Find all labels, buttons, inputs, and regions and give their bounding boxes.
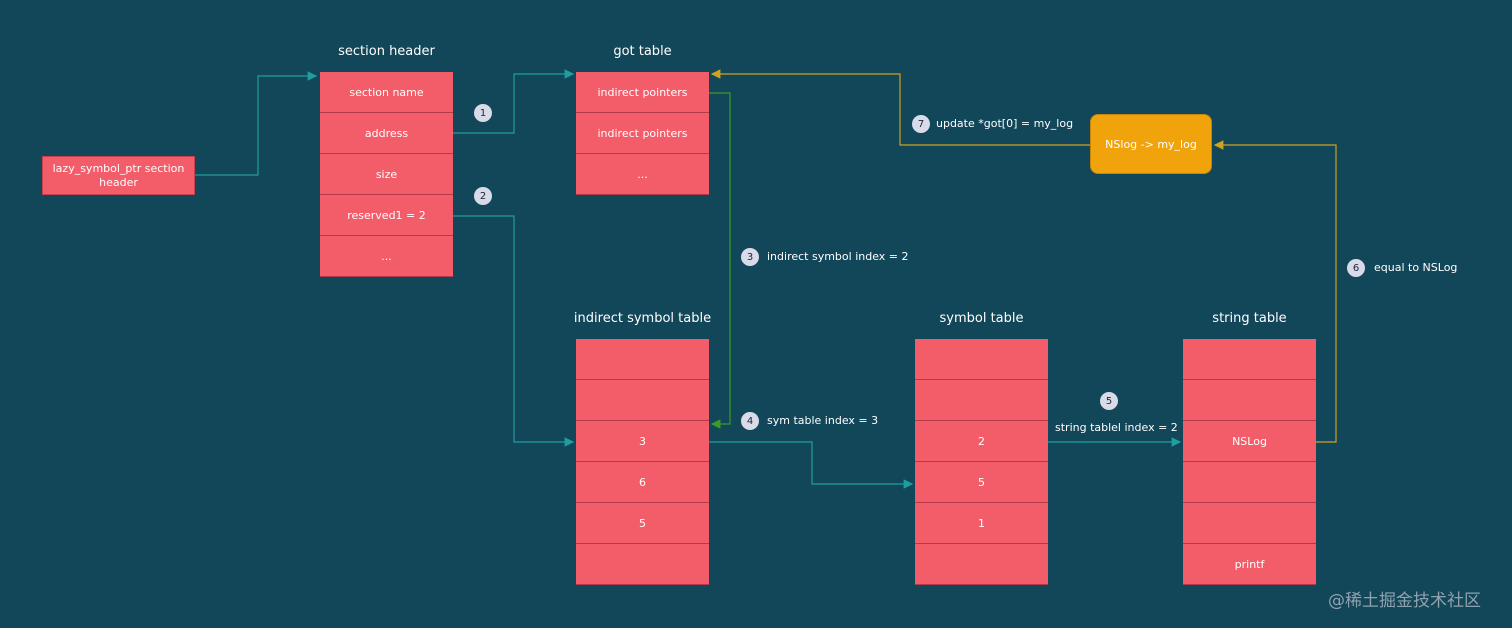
- indirect-symbol-table-row-4: 5: [576, 503, 709, 544]
- symbol-table-row-4: 1: [915, 503, 1048, 544]
- indirect-symbol-table-row-3: 6: [576, 462, 709, 503]
- got-table-row-1: indirect pointers: [576, 113, 709, 154]
- step-badge-7: 7: [912, 115, 930, 133]
- symbol-table-title: symbol table: [939, 311, 1024, 326]
- section-header-row-2: size: [320, 154, 453, 195]
- arrow-got-to-indirect: [709, 92, 731, 429]
- arrow-address-to-got: [453, 69, 575, 134]
- got-table-row-0: indirect pointers: [576, 72, 709, 113]
- indirect-symbol-table-title: indirect symbol table: [573, 311, 712, 326]
- step-badge-6: 6: [1347, 259, 1365, 277]
- step-label-6: equal to NSLog: [1374, 261, 1458, 274]
- string-table-row-5: printf: [1183, 544, 1316, 585]
- step-badge-4: 4: [741, 412, 759, 430]
- arrow-indirect-to-symbol: [709, 441, 914, 489]
- indirect-symbol-table-row-5: [576, 544, 709, 585]
- symbol-table-row-3: 5: [915, 462, 1048, 503]
- section-header-row-1: address: [320, 113, 453, 154]
- step-label-7: update *got[0] = my_log: [936, 117, 1074, 130]
- step-badge-2: 2: [474, 187, 492, 205]
- section-header-row-3: reserved1 = 2: [320, 195, 453, 236]
- indirect-symbol-table-row-1: [576, 380, 709, 421]
- hook-box: NSlog -> my_log: [1090, 114, 1212, 174]
- step-badge-5: 5: [1100, 392, 1118, 410]
- step-badge-1: 1: [474, 104, 492, 122]
- symbol-table-row-2: 2: [915, 421, 1048, 462]
- section-header-row-0: section name: [320, 72, 453, 113]
- step-badge-3: 3: [741, 248, 759, 266]
- string-table-row-0: [1183, 339, 1316, 380]
- indirect-symbol-table-row-2: 3: [576, 421, 709, 462]
- indirect-symbol-table-row-0: [576, 339, 709, 380]
- got-table-row-2: ...: [576, 154, 709, 195]
- string-table-row-4: [1183, 503, 1316, 544]
- arrow-hook-to-got: [710, 69, 1090, 146]
- lazy-symbol-ptr-section-header-box: lazy_symbol_ptr section header: [42, 156, 195, 195]
- string-table-row-3: [1183, 462, 1316, 503]
- symbol-table-row-0: [915, 339, 1048, 380]
- got-table-title: got table: [613, 44, 672, 59]
- symbol-table-row-1: [915, 380, 1048, 421]
- string-table-row-2: NSLog: [1183, 421, 1316, 462]
- step-label-5: string tablel index = 2: [1055, 421, 1178, 434]
- string-table-title: string table: [1212, 311, 1287, 326]
- watermark: @稀土掘金技术社区: [1328, 591, 1481, 611]
- step-label-4: sym table index = 3: [767, 414, 879, 427]
- string-table-row-1: [1183, 380, 1316, 421]
- arrow-reserved1-to-indirect: [453, 215, 575, 447]
- symbol-table-row-5: [915, 544, 1048, 585]
- arrow-source-to-section-header: [195, 71, 318, 176]
- arrow-string-to-hook: [1213, 140, 1337, 443]
- step-label-3: indirect symbol index = 2: [767, 250, 909, 263]
- section-header-title: section header: [338, 44, 435, 59]
- section-header-row-4: ...: [320, 236, 453, 277]
